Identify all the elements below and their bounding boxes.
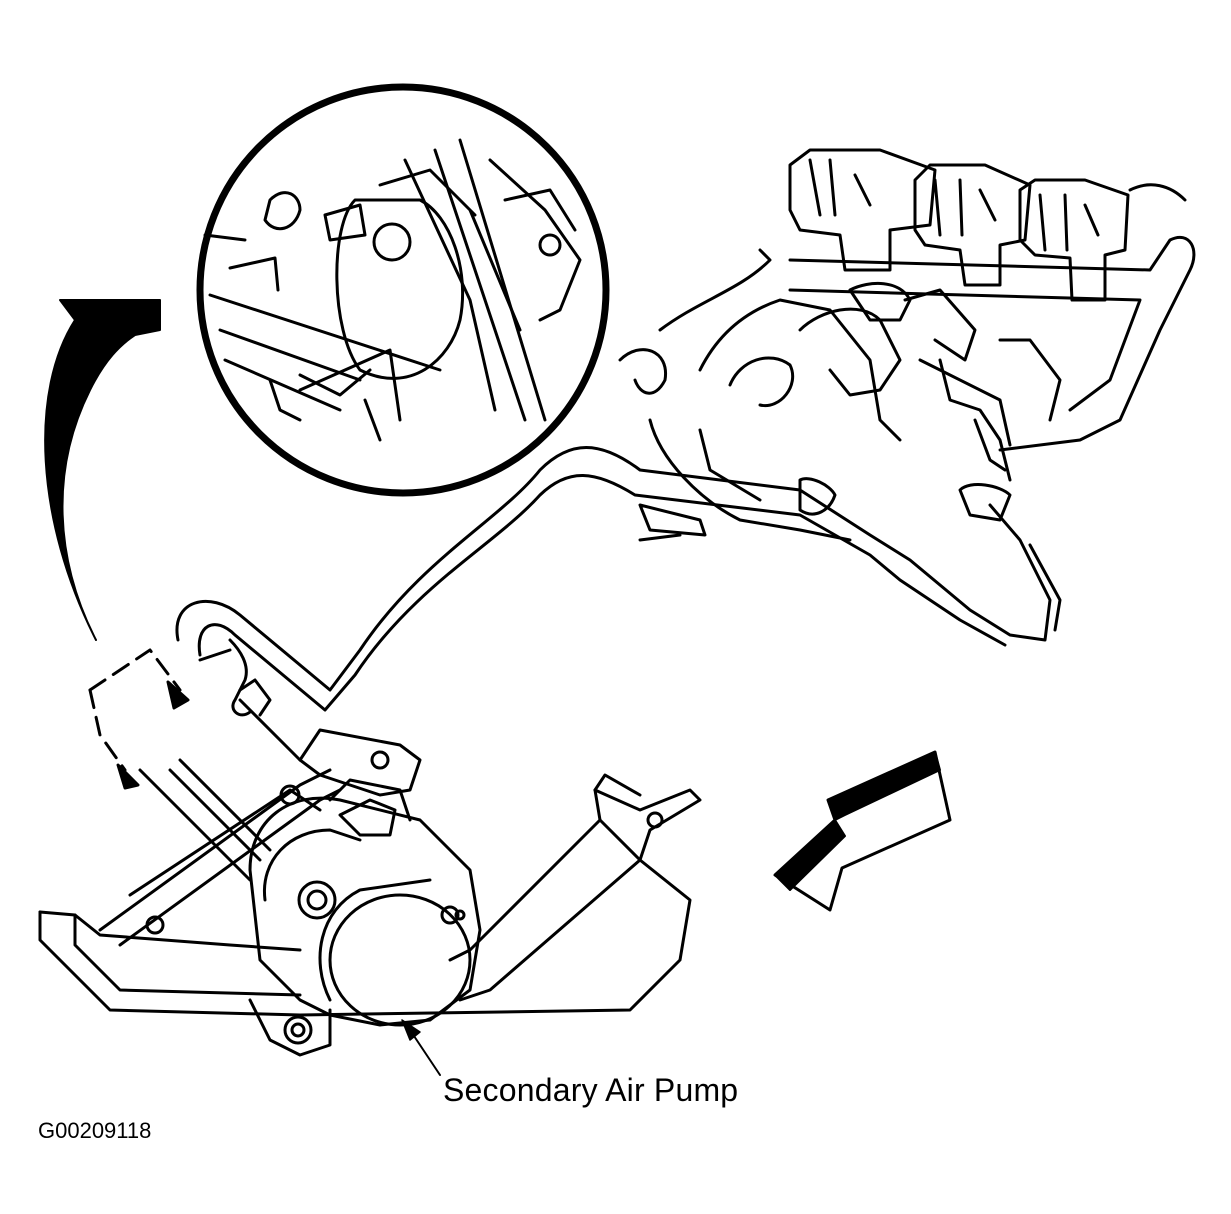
- detail-inset: [196, 83, 610, 497]
- view-direction-arrow-icon: [773, 750, 952, 912]
- pump-label-leader: [401, 1019, 441, 1076]
- detail-inset-circle: [196, 83, 610, 497]
- air-hose: [175, 446, 1062, 712]
- secondary-air-pump-illustration: [145, 638, 482, 1057]
- engine-manifold: [618, 148, 1196, 542]
- curved-arrow-icon: [44, 299, 161, 641]
- pump-bracket: [38, 698, 702, 1017]
- secondary-air-pump-label: Secondary Air Pump: [443, 1072, 739, 1108]
- detail-callout-lines: [88, 648, 182, 772]
- figure-id-text: G00209118: [38, 1118, 152, 1143]
